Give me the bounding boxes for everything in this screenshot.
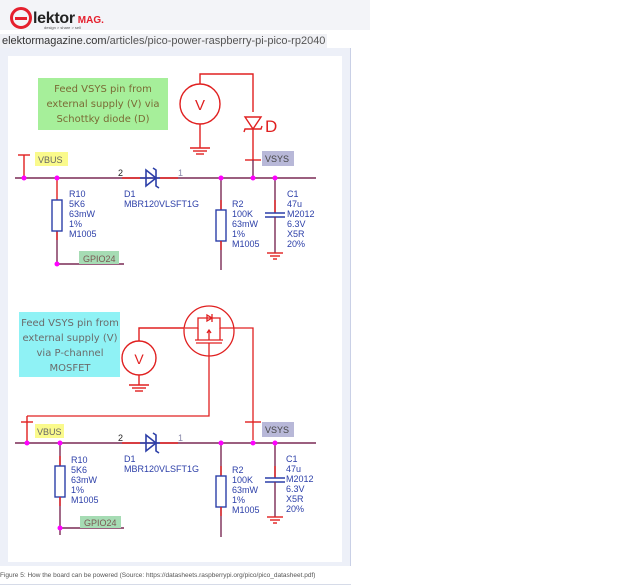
top-r10-power: 63mW bbox=[69, 209, 96, 219]
bottom-c1-tolerance: 20% bbox=[286, 504, 304, 514]
url-path: /articles/pico-power-raspberry-pi-pico-r… bbox=[106, 35, 326, 47]
top-note-box bbox=[38, 78, 168, 130]
bottom-r10-package: M1005 bbox=[71, 495, 99, 505]
bottom-voltage-source bbox=[121, 327, 185, 392]
top-r10-package: M1005 bbox=[69, 229, 97, 239]
site-header: lektor MAG. design > share > sell bbox=[0, 0, 370, 30]
top-source-label: V bbox=[195, 97, 205, 114]
top-pin2-label: 2 bbox=[118, 168, 123, 178]
top-voltage-source bbox=[179, 73, 254, 155]
bottom-pin2-label: 2 bbox=[118, 433, 123, 443]
bottom-vbus-port-icon bbox=[21, 416, 33, 443]
bottom-d1-part: MBR120VLSFT1G bbox=[124, 464, 199, 474]
bottom-note-line-4: MOSFET bbox=[49, 363, 91, 374]
top-r10-value: 5K6 bbox=[69, 199, 85, 209]
top-vsys-label: VSYS bbox=[265, 154, 289, 164]
top-vbus-tag bbox=[35, 152, 68, 166]
top-c1-ref: C1 bbox=[287, 189, 299, 199]
top-diode-label: D bbox=[265, 117, 277, 136]
top-note-line-1: Feed VSYS pin from bbox=[54, 84, 152, 95]
bottom-vbus-tag bbox=[35, 424, 64, 438]
bottom-note-box bbox=[19, 312, 120, 377]
top-r2-ref: R2 bbox=[232, 199, 244, 209]
top-note-line-3: Schottky diode (D) bbox=[56, 114, 149, 125]
bottom-r2-resistor-icon bbox=[215, 475, 227, 508]
top-r10-ref: R10 bbox=[69, 189, 86, 199]
bottom-gpio-label: GPIO24 bbox=[84, 518, 117, 528]
bottom-note-line-1: Feed VSYS pin from bbox=[21, 318, 119, 329]
logo-tagline: design > share > sell bbox=[44, 25, 81, 30]
top-c1-package: M2012 bbox=[287, 209, 315, 219]
top-c1-voltage: 6.3V bbox=[287, 219, 306, 229]
figure-caption: Figure 5: How the board can be powered (… bbox=[0, 572, 316, 579]
logo-suffix: MAG. bbox=[77, 15, 104, 26]
top-vsys-tag bbox=[262, 151, 294, 166]
bottom-vsys-label: VSYS bbox=[265, 425, 289, 435]
top-schottky-diode-icon bbox=[243, 116, 263, 161]
bottom-circuit: Feed VSYS pin from external supply (V) v… bbox=[15, 305, 316, 537]
top-r2-tolerance: 1% bbox=[232, 229, 245, 239]
schematic-image bbox=[8, 56, 342, 562]
bottom-r2-power: 63mW bbox=[232, 485, 259, 495]
bottom-note-line-2: external supply (V) bbox=[22, 333, 117, 344]
bottom-r10-value: 5K6 bbox=[71, 465, 87, 475]
bottom-c1-package: M2012 bbox=[286, 474, 314, 484]
bottom-pmos-mosfet-icon bbox=[27, 305, 254, 440]
top-d1-diode-icon bbox=[140, 167, 160, 189]
bottom-r10-ref: R10 bbox=[71, 455, 88, 465]
top-d1-ref: D1 bbox=[124, 189, 136, 199]
top-vbus-label: VBUS bbox=[38, 155, 63, 165]
top-r2-package: M1005 bbox=[232, 239, 260, 249]
bottom-junction-dots bbox=[24, 440, 278, 531]
top-r2-value: 100K bbox=[232, 209, 253, 219]
bottom-c1-value: 47u bbox=[286, 464, 301, 474]
bottom-c1-ref: C1 bbox=[286, 454, 298, 464]
elektor-logo[interactable]: lektor MAG. design > share > sell bbox=[10, 3, 104, 30]
divider bbox=[0, 584, 351, 585]
bottom-d1-ref: D1 bbox=[124, 454, 136, 464]
bottom-r2-ref: R2 bbox=[232, 465, 244, 475]
top-c1-capacitor-icon bbox=[265, 178, 285, 260]
top-d1-part: MBR120VLSFT1G bbox=[124, 199, 199, 209]
bottom-r10-resistor-icon bbox=[54, 465, 66, 498]
top-circuit: Feed VSYS pin from external supply (V) v… bbox=[15, 73, 316, 270]
bottom-c1-capacitor-icon bbox=[265, 443, 285, 524]
bottom-vbus-label: VBUS bbox=[37, 427, 62, 437]
top-gpio-tag bbox=[79, 251, 119, 264]
top-junction-dots bbox=[21, 175, 278, 267]
top-gpio-label: GPIO24 bbox=[83, 254, 116, 264]
top-r10-tolerance: 1% bbox=[69, 219, 82, 229]
bottom-note-line-3: via P-channel bbox=[37, 348, 104, 359]
top-r10-resistor-icon bbox=[51, 199, 63, 232]
bottom-d1-diode-icon bbox=[140, 432, 160, 454]
top-vbus-port-icon bbox=[18, 154, 30, 178]
bottom-r10-tolerance: 1% bbox=[71, 485, 84, 495]
top-c1-tolerance: 20% bbox=[287, 239, 305, 249]
bottom-vsys-tag bbox=[262, 422, 294, 437]
logo-e-icon bbox=[10, 7, 32, 29]
bottom-r2-value: 100K bbox=[232, 475, 253, 485]
bottom-source-label: V bbox=[134, 351, 144, 367]
url-domain: elektormagazine.com bbox=[2, 35, 107, 47]
top-pin1-label: 1 bbox=[178, 168, 183, 178]
bottom-c1-dielectric: X5R bbox=[286, 494, 304, 504]
top-c1-dielectric: X5R bbox=[287, 229, 305, 239]
bottom-c1-voltage: 6.3V bbox=[286, 484, 305, 494]
top-r2-resistor-icon bbox=[215, 209, 227, 242]
bottom-gpio-tag bbox=[80, 516, 121, 528]
bottom-r2-tolerance: 1% bbox=[232, 495, 245, 505]
bottom-r10-power: 63mW bbox=[71, 475, 98, 485]
figure-frame bbox=[0, 48, 351, 566]
bottom-r2-package: M1005 bbox=[232, 505, 260, 515]
bottom-pin1-label: 1 bbox=[178, 433, 183, 443]
page-url[interactable]: elektormagazine.com/articles/pico-power-… bbox=[0, 34, 328, 48]
logo-brand: lektor bbox=[33, 10, 75, 27]
top-note-line-2: external supply (V) via bbox=[46, 99, 159, 110]
top-r2-power: 63mW bbox=[232, 219, 259, 229]
top-c1-value: 47u bbox=[287, 199, 302, 209]
